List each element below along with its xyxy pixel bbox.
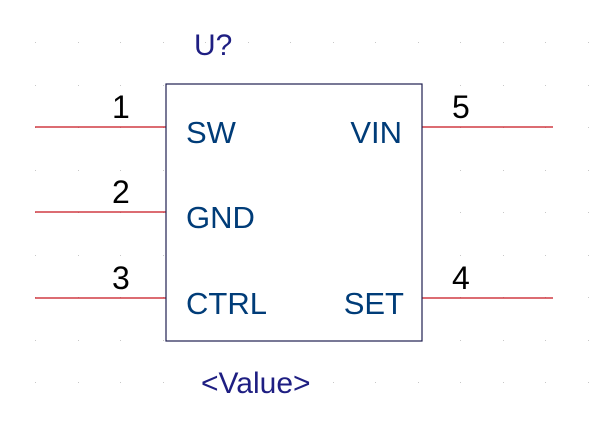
grid-dot	[120, 42, 121, 43]
grid-dot	[460, 212, 461, 213]
grid-dot	[418, 382, 419, 383]
grid-dot	[248, 42, 249, 43]
grid-dot	[503, 340, 504, 341]
reference-designator[interactable]: U?	[194, 29, 232, 62]
grid-dot	[35, 382, 36, 383]
grid-dot	[78, 170, 79, 171]
value-label[interactable]: <Value>	[201, 367, 311, 400]
grid-dot	[78, 255, 79, 256]
grid-dot	[163, 340, 164, 341]
grid-dot	[588, 127, 589, 128]
grid-dot	[35, 85, 36, 86]
pin-1-number: 1	[112, 89, 130, 125]
grid-dot	[588, 212, 589, 213]
grid-dot	[545, 340, 546, 341]
grid-dot	[588, 340, 589, 341]
grid-dot	[460, 85, 461, 86]
grid-dot	[205, 382, 206, 383]
grid-dot	[333, 42, 334, 43]
grid-dot	[545, 85, 546, 86]
pin-3-name: CTRL	[186, 286, 267, 321]
grid-dot	[163, 85, 164, 86]
grid-dot	[588, 297, 589, 298]
grid-dot	[503, 212, 504, 213]
grid-dot	[333, 382, 334, 383]
grid-dot	[35, 42, 36, 43]
grid-dot	[248, 382, 249, 383]
grid-dot	[163, 255, 164, 256]
pin-2-name: GND	[186, 200, 255, 235]
grid-dot	[503, 255, 504, 256]
grid-dot	[375, 382, 376, 383]
grid-dot	[375, 42, 376, 43]
grid-dot	[545, 42, 546, 43]
grid-dot	[545, 212, 546, 213]
grid-dot	[503, 42, 504, 43]
grid-dot	[418, 42, 419, 43]
grid-dot	[460, 255, 461, 256]
grid-dot	[588, 170, 589, 171]
pin-5-number: 5	[452, 89, 470, 125]
pin-4-name: SET	[344, 286, 404, 321]
grid-dot	[120, 170, 121, 171]
grid-dot	[163, 382, 164, 383]
grid-dot	[120, 382, 121, 383]
pin-3-number: 3	[112, 260, 130, 296]
grid-dot	[460, 170, 461, 171]
component-body[interactable]	[165, 83, 423, 342]
grid-dot	[120, 85, 121, 86]
grid-dot	[78, 85, 79, 86]
grid-dot	[588, 85, 589, 86]
grid-dot	[163, 170, 164, 171]
grid-dot	[35, 170, 36, 171]
grid-dot	[503, 85, 504, 86]
grid-dot	[588, 42, 589, 43]
grid-dot	[163, 42, 164, 43]
grid-dot	[503, 170, 504, 171]
grid-dot	[120, 255, 121, 256]
pin-5-name: VIN	[350, 115, 402, 150]
grid-dot	[35, 255, 36, 256]
grid-dot	[120, 340, 121, 341]
grid-dot	[78, 42, 79, 43]
pin-2-number: 2	[112, 174, 130, 210]
grid-dot	[460, 42, 461, 43]
grid-dot	[545, 382, 546, 383]
grid-dot	[460, 340, 461, 341]
grid-dot	[588, 382, 589, 383]
grid-dot	[205, 42, 206, 43]
grid-dot	[460, 382, 461, 383]
pin-4-number: 4	[452, 260, 470, 296]
grid-dot	[588, 255, 589, 256]
grid-dot	[35, 340, 36, 341]
grid-dot	[78, 340, 79, 341]
grid-dot	[290, 42, 291, 43]
grid-dot	[78, 382, 79, 383]
grid-dot	[545, 170, 546, 171]
grid-dot	[545, 255, 546, 256]
grid-dot	[503, 382, 504, 383]
pin-1-name: SW	[186, 115, 237, 150]
grid-dot	[290, 382, 291, 383]
